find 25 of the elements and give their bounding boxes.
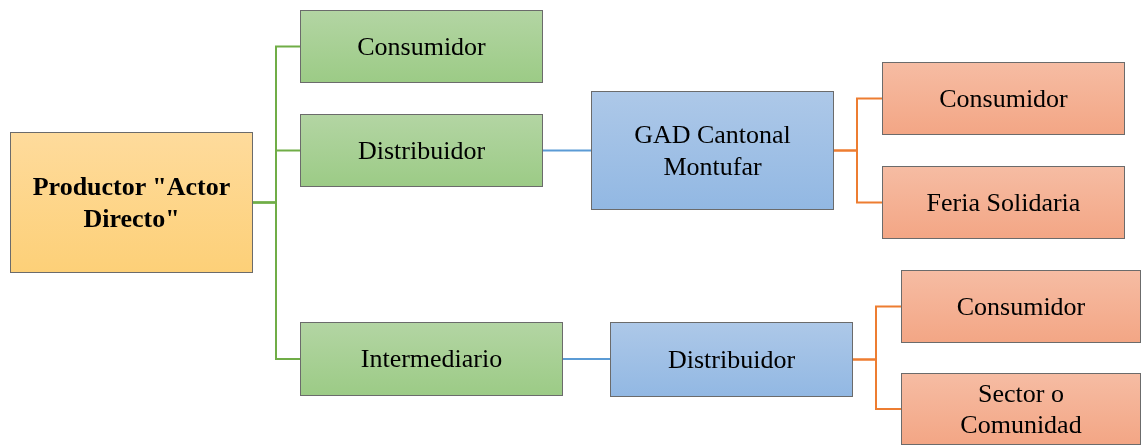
- box-label: GAD Cantonal Montufar: [633, 119, 792, 182]
- box-label: Sector o Comunidad: [959, 377, 1083, 441]
- process-box: [901, 373, 1141, 445]
- process-box: [300, 114, 543, 187]
- box-label: Consumidor: [357, 30, 486, 63]
- process-box: [901, 270, 1141, 343]
- process-box: [591, 91, 834, 210]
- box-label: Distribuidor: [357, 134, 486, 167]
- box-label: Intermediario: [360, 343, 503, 375]
- connector-line: [833, 149, 883, 204]
- process-box: [300, 10, 543, 83]
- box-label: Consumidor: [939, 82, 1068, 115]
- process-box: [10, 132, 253, 273]
- box-label: Distribuidor: [667, 343, 796, 376]
- process-box: [882, 166, 1125, 239]
- connector-line: [252, 201, 301, 360]
- process-box: [610, 322, 853, 397]
- box-label: Feria Solidaria: [926, 186, 1081, 219]
- box-label: Consumidor: [956, 290, 1086, 323]
- connector-line: [852, 358, 902, 410]
- connector-line: [562, 358, 611, 360]
- connector-line: [542, 149, 592, 152]
- process-box: [882, 62, 1125, 135]
- process-box: [300, 322, 563, 396]
- box-label: Productor "Actor Directo": [31, 171, 232, 234]
